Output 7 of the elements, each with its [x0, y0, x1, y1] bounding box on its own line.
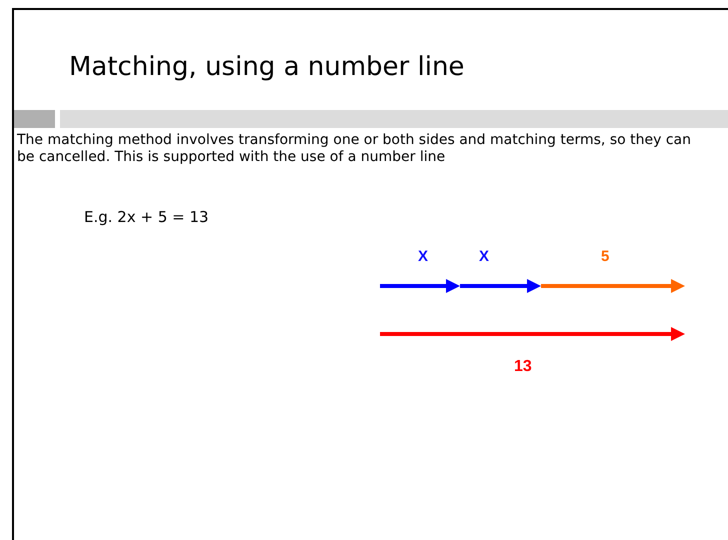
segment-label: X [479, 248, 490, 265]
body-text: The matching method involves transforming one or both sides and matching terms, so they can be cancelled. This is supported with the use of a number line [17, 132, 692, 166]
slide-title: Matching, using a number line [69, 52, 464, 82]
total-label: 13 [514, 358, 532, 376]
segment-label: 5 [601, 248, 610, 265]
segment-label: X [418, 248, 428, 265]
equation: E.g. 2x + 5 = 13 [84, 208, 209, 226]
